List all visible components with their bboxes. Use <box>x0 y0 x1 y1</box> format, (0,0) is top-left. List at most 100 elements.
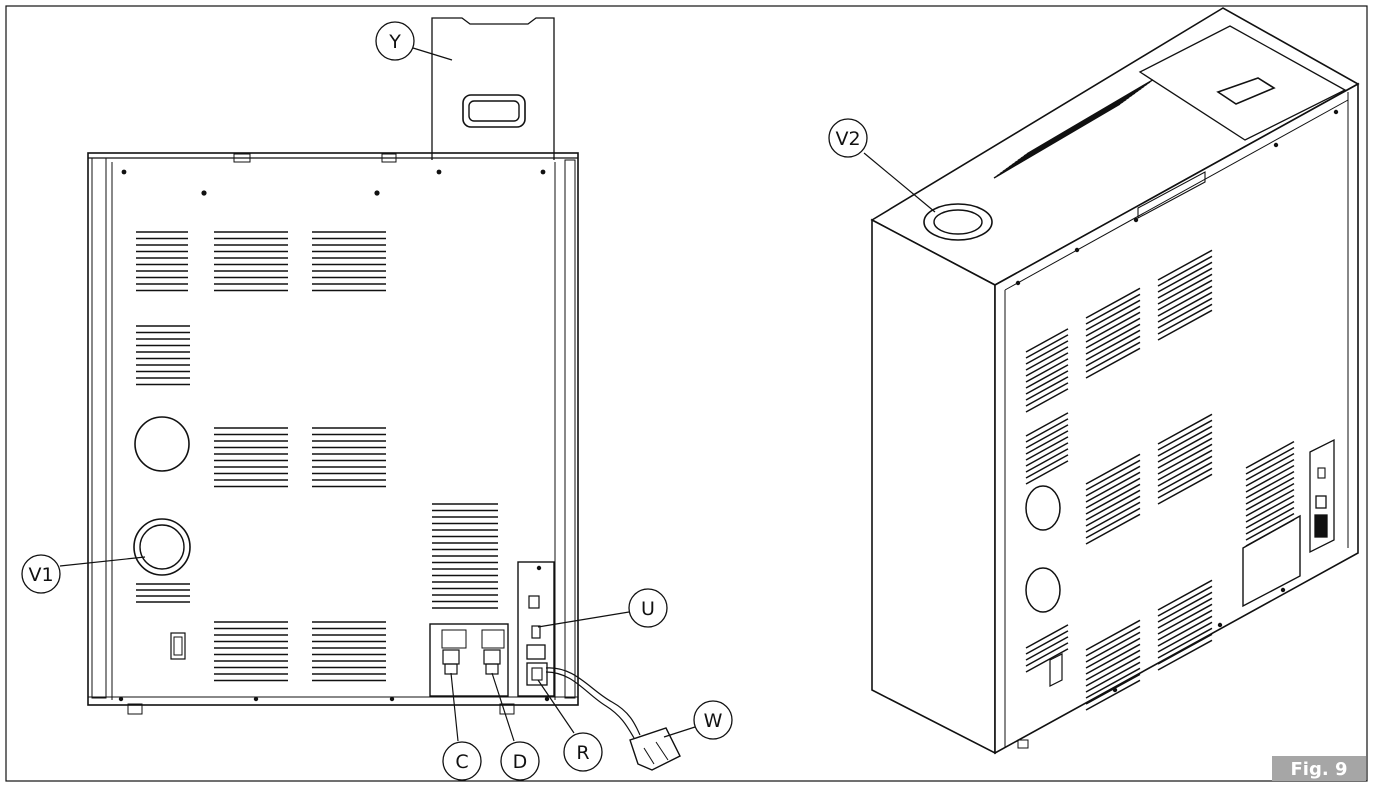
vent-slot <box>1245 476 1295 505</box>
vent-slot <box>1085 287 1141 319</box>
vent-slot <box>1085 293 1141 325</box>
power-cable <box>545 667 641 736</box>
vent-slot <box>1025 630 1069 655</box>
vent-slot <box>1085 323 1141 355</box>
rear-panel <box>87 152 579 706</box>
callout-v1 <box>21 554 61 594</box>
vent-slot <box>1157 285 1213 317</box>
vent-slot <box>1085 311 1141 343</box>
vent-slot <box>1245 506 1295 535</box>
callout-c-label: C <box>455 751 468 773</box>
vent-slot <box>1157 455 1213 487</box>
vent-slot <box>1085 649 1141 681</box>
callout-c <box>442 741 482 781</box>
rear-vent-grilles <box>136 231 498 682</box>
callout-v1-label: V1 <box>28 564 53 586</box>
vent-slot <box>1157 279 1213 311</box>
vent-slot <box>1157 633 1213 665</box>
vent-slot <box>1157 473 1213 505</box>
flue-outlet-v2-outer <box>923 203 993 241</box>
callout-w <box>693 700 733 740</box>
vent-slot <box>1025 382 1069 407</box>
vent-slot <box>1025 328 1069 353</box>
vent-slot <box>1025 352 1069 377</box>
vent-slot <box>1025 358 1069 383</box>
callout-u <box>628 588 668 628</box>
vent-slot <box>1085 507 1141 539</box>
vent-slot <box>1157 467 1213 499</box>
vent-slot <box>1085 619 1141 651</box>
top-flap <box>431 17 555 160</box>
vent-slot <box>1245 464 1295 493</box>
vent-slot <box>1085 667 1141 699</box>
vent-slot <box>1085 655 1141 687</box>
vent-slot <box>1085 317 1141 349</box>
hydraulic-connections-box <box>429 623 509 697</box>
screws <box>118 169 550 702</box>
flap-handle <box>462 94 526 128</box>
iso-round-port-lower <box>1025 567 1061 613</box>
vent-slot <box>1157 597 1213 629</box>
vent-slot <box>1085 465 1141 497</box>
vent-slot <box>1157 461 1213 493</box>
vent-slot <box>1245 440 1295 469</box>
vent-slot <box>1157 297 1213 329</box>
vent-slot <box>1157 273 1213 305</box>
vent-slot <box>1085 471 1141 503</box>
vent-slot <box>1157 309 1213 341</box>
figure-badge <box>1272 756 1366 781</box>
vent-slot <box>1025 430 1069 455</box>
vent-slot <box>1085 489 1141 521</box>
vent-slot <box>1085 329 1141 361</box>
vent-slot <box>1085 459 1141 491</box>
vent-slot <box>1157 609 1213 641</box>
top-hatch-handle <box>1216 77 1276 105</box>
electrical-panel <box>517 561 555 697</box>
vent-slot <box>1245 482 1295 511</box>
figure-label: Fig. 9 <box>1291 759 1348 780</box>
vent-slot <box>1025 460 1069 485</box>
callout-w-label: W <box>704 710 723 732</box>
vent-slot <box>1157 585 1213 617</box>
vent-slot <box>1025 448 1069 473</box>
callouts: Y V1 V2 U W C D R <box>21 21 936 781</box>
vent-slot <box>1025 648 1069 673</box>
vent-slot <box>1025 340 1069 365</box>
callout-d <box>500 741 540 781</box>
vent-slot <box>1085 637 1141 669</box>
vent-slot <box>1025 624 1069 649</box>
callout-r <box>563 732 603 772</box>
iso-round-port-upper <box>1025 485 1061 531</box>
callout-y-label: Y <box>388 31 401 53</box>
right-side-rail <box>564 159 576 699</box>
vent-slot <box>1025 636 1069 661</box>
vent-slot <box>1157 425 1213 457</box>
vent-slot <box>1085 453 1141 485</box>
left-side-rail <box>91 157 107 699</box>
pipe-fitting-d <box>485 663 499 675</box>
vent-slot <box>1025 418 1069 443</box>
vent-slot <box>1025 388 1069 413</box>
vent-slot <box>1245 446 1295 475</box>
vent-slot <box>1157 431 1213 463</box>
round-port-v1-outer <box>133 518 191 576</box>
vent-slot <box>1157 627 1213 659</box>
vent-slot <box>1025 454 1069 479</box>
vent-slot <box>1025 642 1069 667</box>
isometric-view <box>870 7 1360 755</box>
vent-slot <box>1025 334 1069 359</box>
flue-outlet-v2-inner <box>933 209 983 235</box>
pipe-fitting-c <box>444 663 458 675</box>
small-hatch <box>170 632 186 660</box>
flap-handle-inner <box>468 100 520 122</box>
vent-slot <box>1157 591 1213 623</box>
switch-u <box>531 625 541 639</box>
vent-slot <box>1245 512 1295 541</box>
callout-v2-label: V2 <box>835 128 860 150</box>
vent-slot <box>1025 370 1069 395</box>
vent-slot <box>1085 661 1141 693</box>
vent-slot <box>1085 347 1141 379</box>
vent-slot <box>1157 303 1213 335</box>
